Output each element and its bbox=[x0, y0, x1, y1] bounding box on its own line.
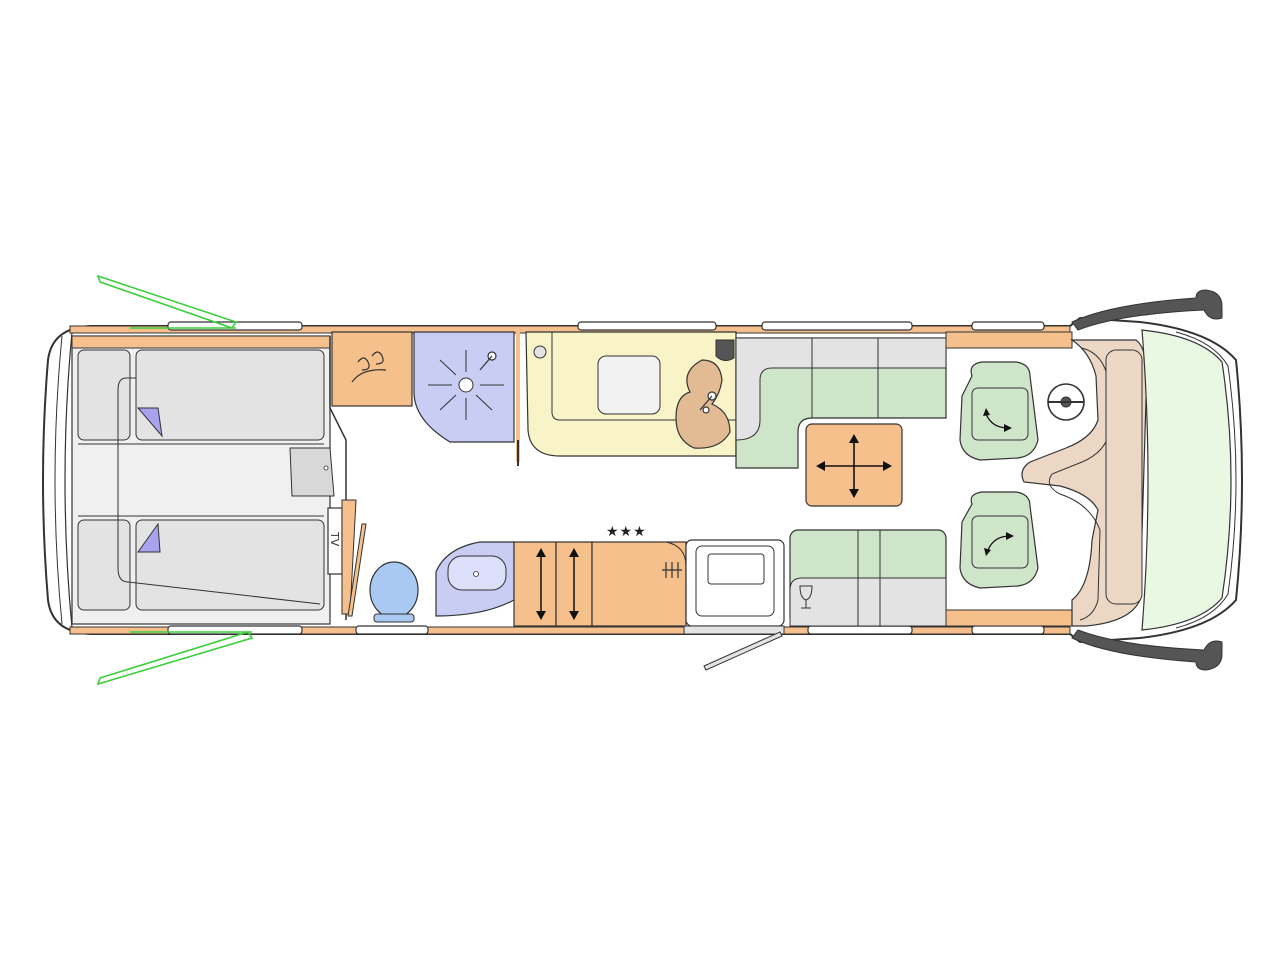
window-bottom-3 bbox=[807, 625, 913, 635]
shower bbox=[413, 331, 520, 462]
tv-icon: TV bbox=[328, 531, 341, 547]
mattress-bottom-main bbox=[135, 519, 325, 611]
pillow-bottom bbox=[137, 522, 161, 553]
passenger-seat-top bbox=[959, 361, 1039, 461]
dining-table bbox=[805, 423, 903, 507]
sofa-base bbox=[735, 337, 947, 469]
window-top-2 bbox=[577, 321, 717, 331]
kitchen-light bbox=[533, 345, 547, 359]
wine-glass-icon bbox=[799, 585, 813, 609]
window-bottom-4 bbox=[971, 625, 1045, 635]
tap-icon bbox=[699, 391, 717, 414]
extractor-hood bbox=[715, 339, 735, 362]
toilet bbox=[369, 561, 419, 619]
rear-doors bbox=[96, 274, 254, 686]
wall-strip-bottom bbox=[69, 626, 1071, 635]
bedroom-partition bbox=[329, 336, 347, 506]
socket-icon bbox=[662, 562, 682, 578]
mattress-top-left bbox=[77, 349, 131, 441]
sofa-backrest-top bbox=[735, 337, 947, 441]
pull-out-arrows bbox=[536, 548, 579, 620]
mattress-top-main bbox=[135, 349, 325, 441]
rear-door-top bbox=[96, 274, 238, 329]
hanger-icon bbox=[351, 351, 387, 383]
shower-drain-icon bbox=[428, 350, 504, 420]
entry-area bbox=[683, 539, 785, 671]
pillow-top bbox=[136, 407, 163, 438]
window-top-4 bbox=[971, 321, 1045, 331]
tv-unit: TV bbox=[327, 499, 367, 617]
cab-wall-top bbox=[945, 331, 1073, 349]
bench-backrest bbox=[789, 577, 947, 627]
bedside-cabinet bbox=[289, 447, 335, 497]
blanket-outline bbox=[117, 377, 321, 605]
move-arrows-icon bbox=[816, 434, 892, 498]
rear-inner-line bbox=[64, 331, 73, 629]
entry-step-tread bbox=[707, 553, 765, 585]
bathroom: TV bbox=[327, 499, 515, 623]
window-bottom-2 bbox=[355, 625, 429, 635]
basin-drain bbox=[473, 571, 479, 577]
cab-area bbox=[945, 329, 1237, 631]
kitchen-counter-edge bbox=[551, 332, 736, 421]
windshield bbox=[1141, 329, 1232, 631]
bedside-knob bbox=[323, 465, 329, 471]
window-top-3 bbox=[761, 321, 913, 331]
lounge-sofa bbox=[735, 337, 947, 469]
swivel-arrows-icon bbox=[983, 408, 1012, 432]
cooktop bbox=[597, 355, 661, 415]
entry-door-frame bbox=[683, 625, 785, 635]
entry-door-open bbox=[703, 631, 783, 671]
fridge bbox=[591, 541, 687, 627]
driver-seat-bottom bbox=[959, 491, 1039, 589]
drawer-unit-1 bbox=[513, 541, 557, 627]
mattress-bottom-left bbox=[77, 519, 131, 611]
bedroom bbox=[71, 335, 347, 625]
bench-seat bbox=[789, 529, 947, 627]
swivel-arrows-icon-2 bbox=[984, 532, 1014, 556]
mirror-bottom bbox=[1071, 629, 1223, 671]
cab-wall-bottom bbox=[945, 609, 1073, 627]
fridge-rating-label: ★★★ bbox=[606, 524, 647, 540]
windshield-inner bbox=[1175, 331, 1237, 629]
toilet-cistern bbox=[373, 613, 415, 623]
kitchen-sink bbox=[675, 359, 731, 449]
rear-door-bottom bbox=[96, 631, 254, 686]
bed-headboard bbox=[71, 335, 331, 349]
shower-tap-icon bbox=[479, 351, 497, 371]
steering-wheel-icon bbox=[1047, 383, 1085, 421]
wardrobe bbox=[331, 331, 413, 407]
center-console bbox=[1105, 349, 1143, 605]
rear-inner-line-2 bbox=[54, 335, 63, 625]
mirror-top bbox=[1071, 289, 1223, 331]
kitchen bbox=[517, 331, 737, 466]
wardrobe-box bbox=[331, 331, 413, 407]
side-mirrors bbox=[1071, 289, 1223, 671]
kitchen-tall-cabinets: ★★★ bbox=[513, 524, 687, 627]
